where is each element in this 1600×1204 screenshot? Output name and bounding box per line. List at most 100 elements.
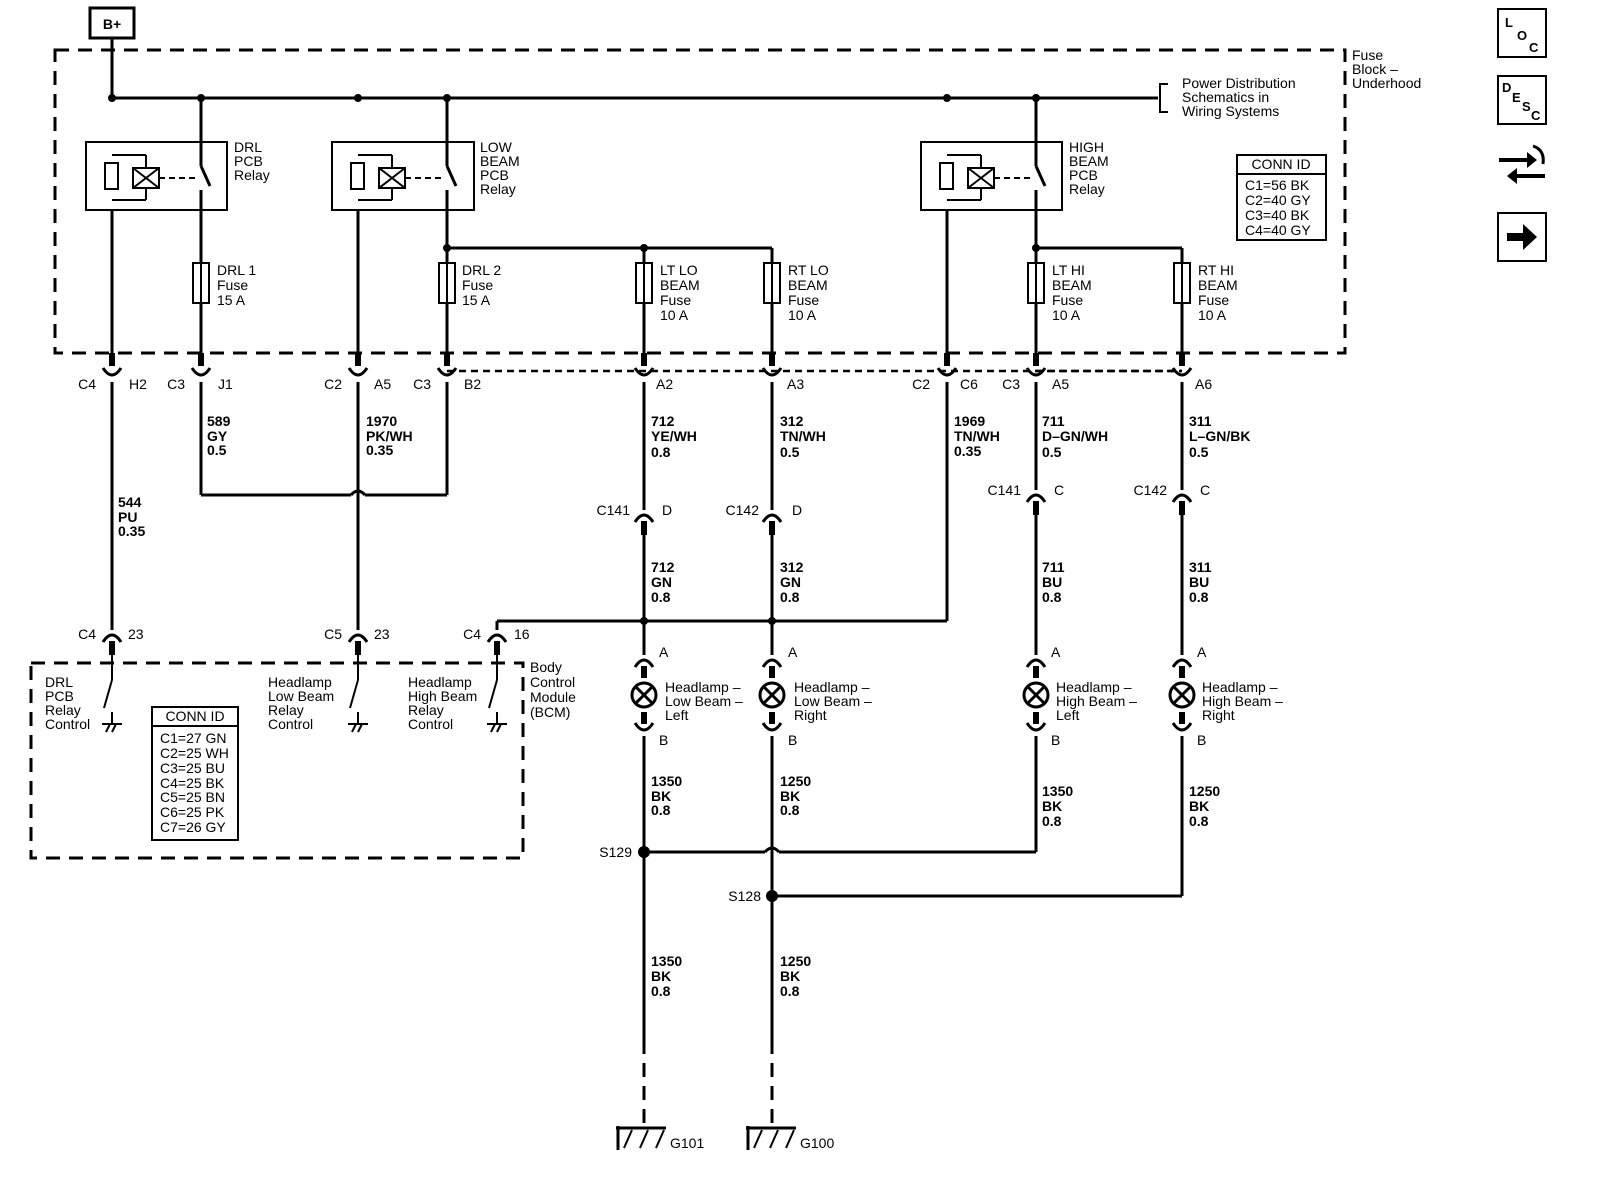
fuse-lt-hi-beam xyxy=(1027,262,1045,304)
bcm-control-label: Relay xyxy=(408,702,444,718)
wire-label-1350-upper: 1350 BK 0.8 xyxy=(651,773,682,818)
fuse-lt-lo-beam-label: LT LO BEAM Fuse 10 A xyxy=(660,262,700,323)
wire-size: 0.8 xyxy=(780,802,800,818)
headlamp-label: Left xyxy=(1056,707,1079,723)
pin-id: A2 xyxy=(656,376,673,392)
fuse-block-connectors xyxy=(101,353,1193,377)
fuse-block-label: Fuse Block – Underhood xyxy=(1352,47,1421,91)
fuse-label-line: LT HI xyxy=(1052,262,1085,278)
loc-icon[interactable]: L O C xyxy=(1497,8,1547,58)
headlamp-label: Right xyxy=(794,707,827,723)
fuse-label-line: Fuse xyxy=(788,292,819,308)
connector-id: C141 xyxy=(988,482,1022,498)
wire-circuit: 712 xyxy=(651,413,675,429)
connector-pin xyxy=(347,633,369,655)
connector-pin xyxy=(761,513,783,535)
headlamp-low-beam-left xyxy=(630,658,658,732)
fuse-block-conn-id-table: CONN ID C1=56 BK C2=40 GY C3=40 BK C4=40… xyxy=(1236,154,1327,241)
fuse-label-line: Fuse xyxy=(217,277,248,293)
wire-circuit: 712 xyxy=(651,559,675,575)
ground-label: G100 xyxy=(800,1135,834,1151)
pin-id: 23 xyxy=(374,626,390,642)
power-dist-note-line: Power Distribution xyxy=(1182,75,1296,91)
pin-id: 23 xyxy=(128,626,144,642)
wire-color: BK xyxy=(780,788,800,804)
fuse-drl-1 xyxy=(192,262,210,304)
bcm-label-line: (BCM) xyxy=(530,704,570,720)
wire-color: BK xyxy=(780,968,800,984)
connector-id: C2 xyxy=(912,376,930,392)
fuse-label-line: Fuse xyxy=(1052,292,1083,308)
headlamp-label: High Beam – xyxy=(1056,693,1137,709)
connector-icon[interactable] xyxy=(1497,140,1547,190)
desc-icon[interactable]: D E S C xyxy=(1497,75,1547,125)
wire-size: 0.8 xyxy=(1042,813,1062,829)
splice-label: S129 xyxy=(599,844,632,860)
fuse-label-line: 10 A xyxy=(1052,307,1081,323)
conn-id-row: C4=25 BK xyxy=(160,775,225,791)
wire-label-711-dgnwh: 711 D–GN/WH 0.5 xyxy=(1042,413,1108,460)
bcm-control-label: Control xyxy=(408,716,453,732)
fuse-label-line: 15 A xyxy=(217,292,246,308)
pin-id: B xyxy=(1051,732,1060,748)
relay-label-line: Relay xyxy=(234,167,270,183)
wire-size: 0.8 xyxy=(651,983,671,999)
fuse-block-label-line: Fuse xyxy=(1352,47,1383,63)
fuse-label-line: BEAM xyxy=(1052,277,1092,293)
relay-label-line: HIGH xyxy=(1069,139,1104,155)
drl-relay-label: DRL PCB Relay xyxy=(234,139,270,183)
headlamp-label: Headlamp – xyxy=(665,679,741,695)
pin-id: H2 xyxy=(129,376,147,392)
icon-letter: E xyxy=(1512,90,1521,105)
icon-letter: S xyxy=(1522,99,1531,114)
relay-label-line: PCB xyxy=(480,167,509,183)
connector-pin xyxy=(1025,493,1047,515)
conn-id-row: C2=25 WH xyxy=(160,745,229,761)
headlamp-label: Left xyxy=(665,707,688,723)
bcm-control-label: High Beam xyxy=(408,688,477,704)
headlamp-label: Headlamp – xyxy=(794,679,870,695)
bcm-control-label: DRL xyxy=(45,674,73,690)
power-dist-note: Power Distribution Schematics in Wiring … xyxy=(1182,75,1296,119)
connector-pin xyxy=(101,633,123,655)
relay-label-line: Relay xyxy=(480,181,516,197)
wire-color: GY xyxy=(207,428,228,444)
headlamp-label: Low Beam – xyxy=(665,693,743,709)
fuse-block-label-line: Block – xyxy=(1352,61,1398,77)
wire-label-1970: 1970 PK/WH 0.35 xyxy=(366,413,413,458)
wire-color: L–GN/BK xyxy=(1189,428,1250,444)
bcm-control-label: Control xyxy=(45,716,90,732)
conn-id-row: C1=27 GN xyxy=(160,730,227,746)
pin-id: D xyxy=(792,502,802,518)
bcm-pin-labels: C4 23 C5 23 C4 16 xyxy=(78,626,530,642)
bcm-label-line: Body xyxy=(530,659,562,675)
fuse-label-line: 10 A xyxy=(788,307,817,323)
wire-size: 0.8 xyxy=(1042,589,1062,605)
fuse-rt-lo-beam-label: RT LO BEAM Fuse 10 A xyxy=(788,262,829,323)
connector-pin xyxy=(936,353,958,377)
wire-size: 0.8 xyxy=(780,983,800,999)
icon-letter: D xyxy=(1502,80,1511,95)
relay-label-line: PCB xyxy=(234,153,263,169)
fuse-block-pin-labels: C4 H2 C3 J1 C2 A5 C3 B2 A2 A3 C2 C6 C3 A… xyxy=(78,376,1212,392)
connector-id: C5 xyxy=(324,626,342,642)
wire-label-1250-upper: 1250 BK 0.8 xyxy=(780,773,811,818)
wire-color: BK xyxy=(651,968,671,984)
headlamp-label: Headlamp – xyxy=(1056,679,1132,695)
pin-id: A xyxy=(788,644,798,660)
inline-connectors xyxy=(633,493,1193,535)
wire-color: PK/WH xyxy=(366,428,413,444)
connector-pin xyxy=(190,353,212,377)
connector-pin xyxy=(633,353,655,377)
headlamp-labels: A Headlamp – Low Beam – Left B A Headlam… xyxy=(659,644,1283,748)
pin-id: B xyxy=(788,732,797,748)
low-beam-relay-label: LOW BEAM PCB Relay xyxy=(480,139,520,197)
fuse-block-label-line: Underhood xyxy=(1352,75,1421,91)
bcm-control-label: Headlamp xyxy=(408,674,472,690)
icon-letter: O xyxy=(1517,28,1527,43)
conn-id-row: C6=25 PK xyxy=(160,804,225,820)
bcm-conn-id-table: CONN ID C1=27 GN C2=25 WH C3=25 BU C4=25… xyxy=(151,706,239,841)
wire-circuit: 1350 xyxy=(651,953,682,969)
next-arrow-icon[interactable] xyxy=(1497,212,1547,262)
pin-id: A5 xyxy=(1052,376,1069,392)
